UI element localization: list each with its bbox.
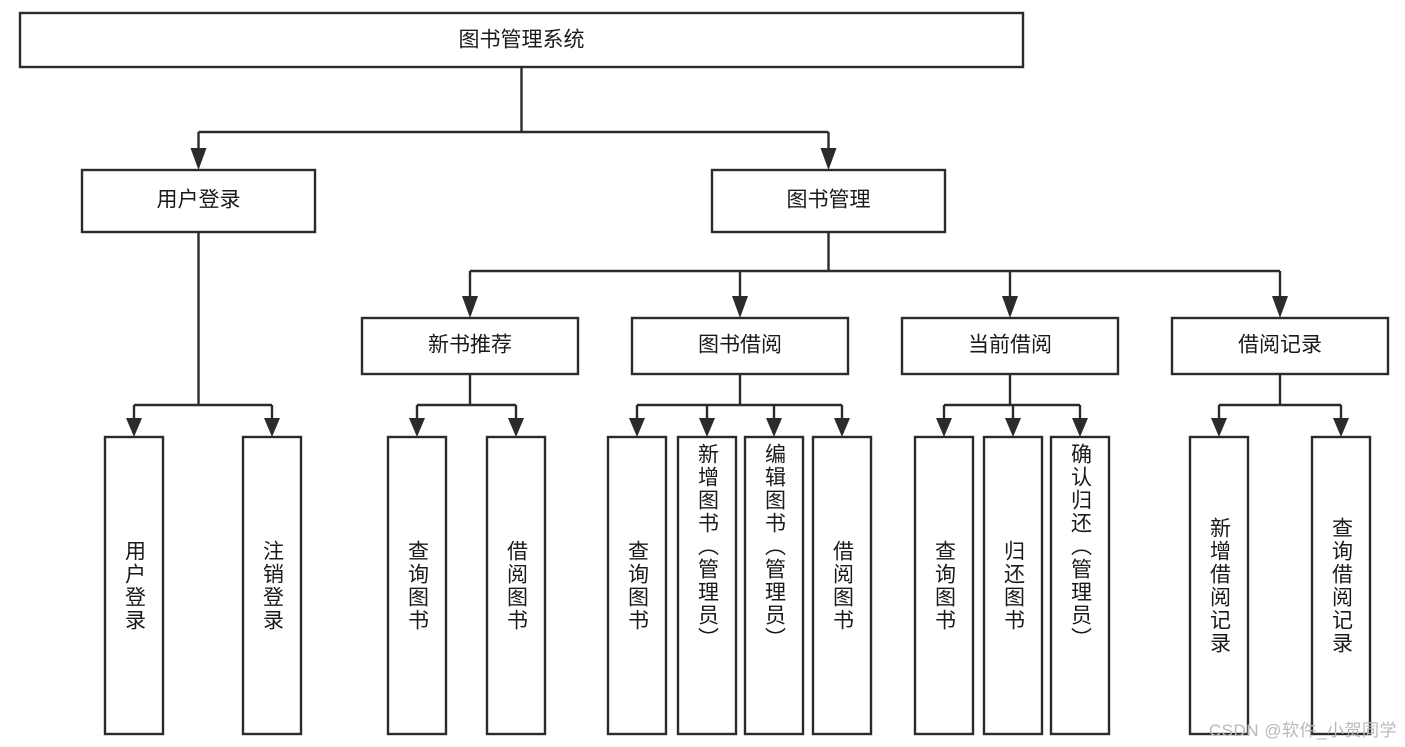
node-user-login[interactable]: 用户登录 xyxy=(80,168,317,234)
arrow-head-nb-leaf-1 xyxy=(409,418,425,437)
edge-group-book-mgmt xyxy=(462,232,1288,318)
node-new-book-recommend-label: 新书推荐 xyxy=(428,334,512,357)
edge-group-borrow-book xyxy=(629,374,850,437)
arrow-head-bb-leaf-1 xyxy=(629,418,645,437)
leaf-rect-query-borrow-record[interactable] xyxy=(1310,435,1372,736)
arrow-head-current-borrow xyxy=(1002,296,1018,318)
leaf-rect-borrow-book-bb[interactable] xyxy=(811,435,873,736)
edge-group-user-login xyxy=(126,232,280,437)
edge-group-borrow-record xyxy=(1211,374,1349,437)
node-book-borrow-rect[interactable] xyxy=(630,316,850,376)
leaf-rect-group xyxy=(103,435,1372,736)
arrow-head-new-book xyxy=(462,296,478,318)
arrow-head-bb-leaf-3 xyxy=(766,418,782,437)
leaf-rect-user-login[interactable] xyxy=(103,435,165,736)
arrow-head-leaf-user-login xyxy=(126,418,142,437)
csdn-watermark: CSDN @软件_小贺同学 xyxy=(1208,721,1397,740)
node-book-borrow[interactable]: 图书借阅 xyxy=(630,316,850,376)
edge-group-new-book xyxy=(409,374,524,437)
leaf-rect-add-book-admin[interactable] xyxy=(676,435,738,736)
node-new-book-recommend-rect[interactable] xyxy=(360,316,580,376)
node-book-management-label: 图书管理 xyxy=(787,189,871,212)
node-root-label: 图书管理系统 xyxy=(459,29,585,52)
leaf-rect-confirm-return-admin[interactable] xyxy=(1049,435,1111,736)
leaf-rect-query-book-cb[interactable] xyxy=(913,435,975,736)
arrow-head-cb-leaf-1 xyxy=(936,418,952,437)
node-current-borrow[interactable]: 当前借阅 xyxy=(900,316,1120,376)
leaf-rect-edit-book-admin[interactable] xyxy=(743,435,805,736)
node-borrow-record-rect[interactable] xyxy=(1170,316,1390,376)
leaf-rect-add-borrow-record[interactable] xyxy=(1188,435,1250,736)
arrow-head-br-leaf-2 xyxy=(1333,418,1349,437)
arrow-head-user-login xyxy=(190,148,207,170)
arrow-head-cb-leaf-3 xyxy=(1072,418,1088,437)
arrow-head-bb-leaf-4 xyxy=(834,418,850,437)
leaf-rect-query-book-bb[interactable] xyxy=(606,435,668,736)
node-user-login-label: 用户登录 xyxy=(157,189,241,212)
node-book-management-rect[interactable] xyxy=(710,168,947,234)
edge-group-root xyxy=(190,67,837,170)
arrow-head-bb-leaf-2 xyxy=(699,418,715,437)
leaf-rect-logout[interactable] xyxy=(241,435,303,736)
node-new-book-recommend[interactable]: 新书推荐 xyxy=(360,316,580,376)
node-root-rect[interactable] xyxy=(18,11,1025,69)
arrow-head-book-mgmt xyxy=(820,148,837,170)
edge-group-current-borrow xyxy=(936,374,1088,437)
leaf-rect-return-book[interactable] xyxy=(982,435,1044,736)
node-book-management[interactable]: 图书管理 xyxy=(710,168,947,234)
node-current-borrow-label: 当前借阅 xyxy=(968,334,1052,357)
node-current-borrow-rect[interactable] xyxy=(900,316,1120,376)
leaf-rect-query-book-nb[interactable] xyxy=(386,435,448,736)
arrow-head-cb-leaf-2 xyxy=(1005,418,1021,437)
node-root[interactable]: 图书管理系统 xyxy=(18,11,1025,69)
arrow-head-borrow-record xyxy=(1272,296,1288,318)
arrow-head-br-leaf-1 xyxy=(1211,418,1227,437)
arrow-head-nb-leaf-2 xyxy=(508,418,524,437)
leaf-rect-borrow-book-nb[interactable] xyxy=(485,435,547,736)
node-user-login-rect[interactable] xyxy=(80,168,317,234)
arrow-head-leaf-logout xyxy=(264,418,280,437)
node-borrow-record-label: 借阅记录 xyxy=(1238,334,1322,357)
node-book-borrow-label: 图书借阅 xyxy=(698,334,782,357)
arrow-head-borrow-book xyxy=(732,296,748,318)
node-borrow-record[interactable]: 借阅记录 xyxy=(1170,316,1390,376)
